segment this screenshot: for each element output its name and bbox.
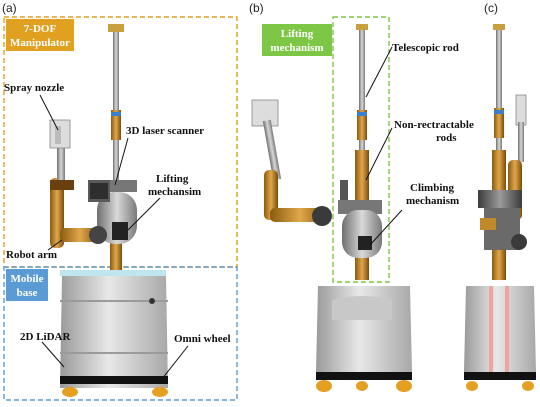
robot-a-illustration (49, 24, 168, 397)
robot-c-illustration (464, 24, 536, 391)
callout-lidar: 2D LiDAR (20, 331, 71, 343)
panel-a-label: (a) (2, 1, 17, 15)
leader-lifting (127, 197, 161, 231)
panel-b-label: (b) (249, 1, 264, 15)
manipulator-label-line1: 7-DOF (24, 23, 57, 35)
callout-non-retractable-line1: Non-rectractable (394, 119, 474, 131)
callout-climbing-line2: mechanism (406, 195, 459, 207)
leader-robot-arm (47, 239, 63, 251)
manipulator-region (3, 16, 238, 268)
lifting-region (332, 16, 390, 283)
manipulator-label-box: 7-DOF Manipulator (6, 19, 74, 51)
leader-lidar (41, 341, 65, 368)
panel-b: (b) Lifting mechanism (249, 1, 474, 392)
callout-lifting-line1: Lifting (156, 173, 189, 185)
leader-spray-nozzle (39, 94, 59, 131)
lifting-label-line1: Lifting (281, 28, 314, 40)
lifting-label-line2: mechanism (270, 42, 323, 54)
manipulator-label-line2: Manipulator (10, 37, 70, 49)
panel-a: (a) 7-DOF Manipulator Mobile base (2, 1, 238, 401)
panel-c: (c) (464, 1, 536, 391)
mobile-base-label-box: Mobile base (6, 269, 48, 301)
leader-non-retractable (365, 127, 393, 181)
callout-robot-arm: Robot arm (6, 249, 57, 261)
callout-laser-scanner: 3D laser scanner (126, 125, 204, 137)
lifting-label-box: Lifting mechanism (262, 24, 332, 56)
callout-spray-nozzle: Spray nozzle (4, 82, 64, 94)
leader-telescopic-rod (365, 46, 393, 98)
mobile-base-label-line1: Mobile (11, 273, 44, 285)
callout-lifting-line2: mechansim (148, 186, 201, 198)
callout-telescopic-rod: Telescopic rod (392, 42, 459, 54)
leader-laser-scanner (114, 137, 129, 186)
robot-b-illustration (251, 24, 412, 392)
panel-c-label: (c) (484, 1, 498, 15)
leader-climbing (369, 209, 403, 246)
callout-non-retractable-line2: rods (436, 132, 457, 144)
mobile-base-label-line2: base (17, 287, 38, 299)
callout-climbing-line1: Climbing (410, 182, 455, 194)
leader-omni-wheel (157, 345, 189, 385)
callout-omni-wheel: Omni wheel (174, 333, 231, 345)
